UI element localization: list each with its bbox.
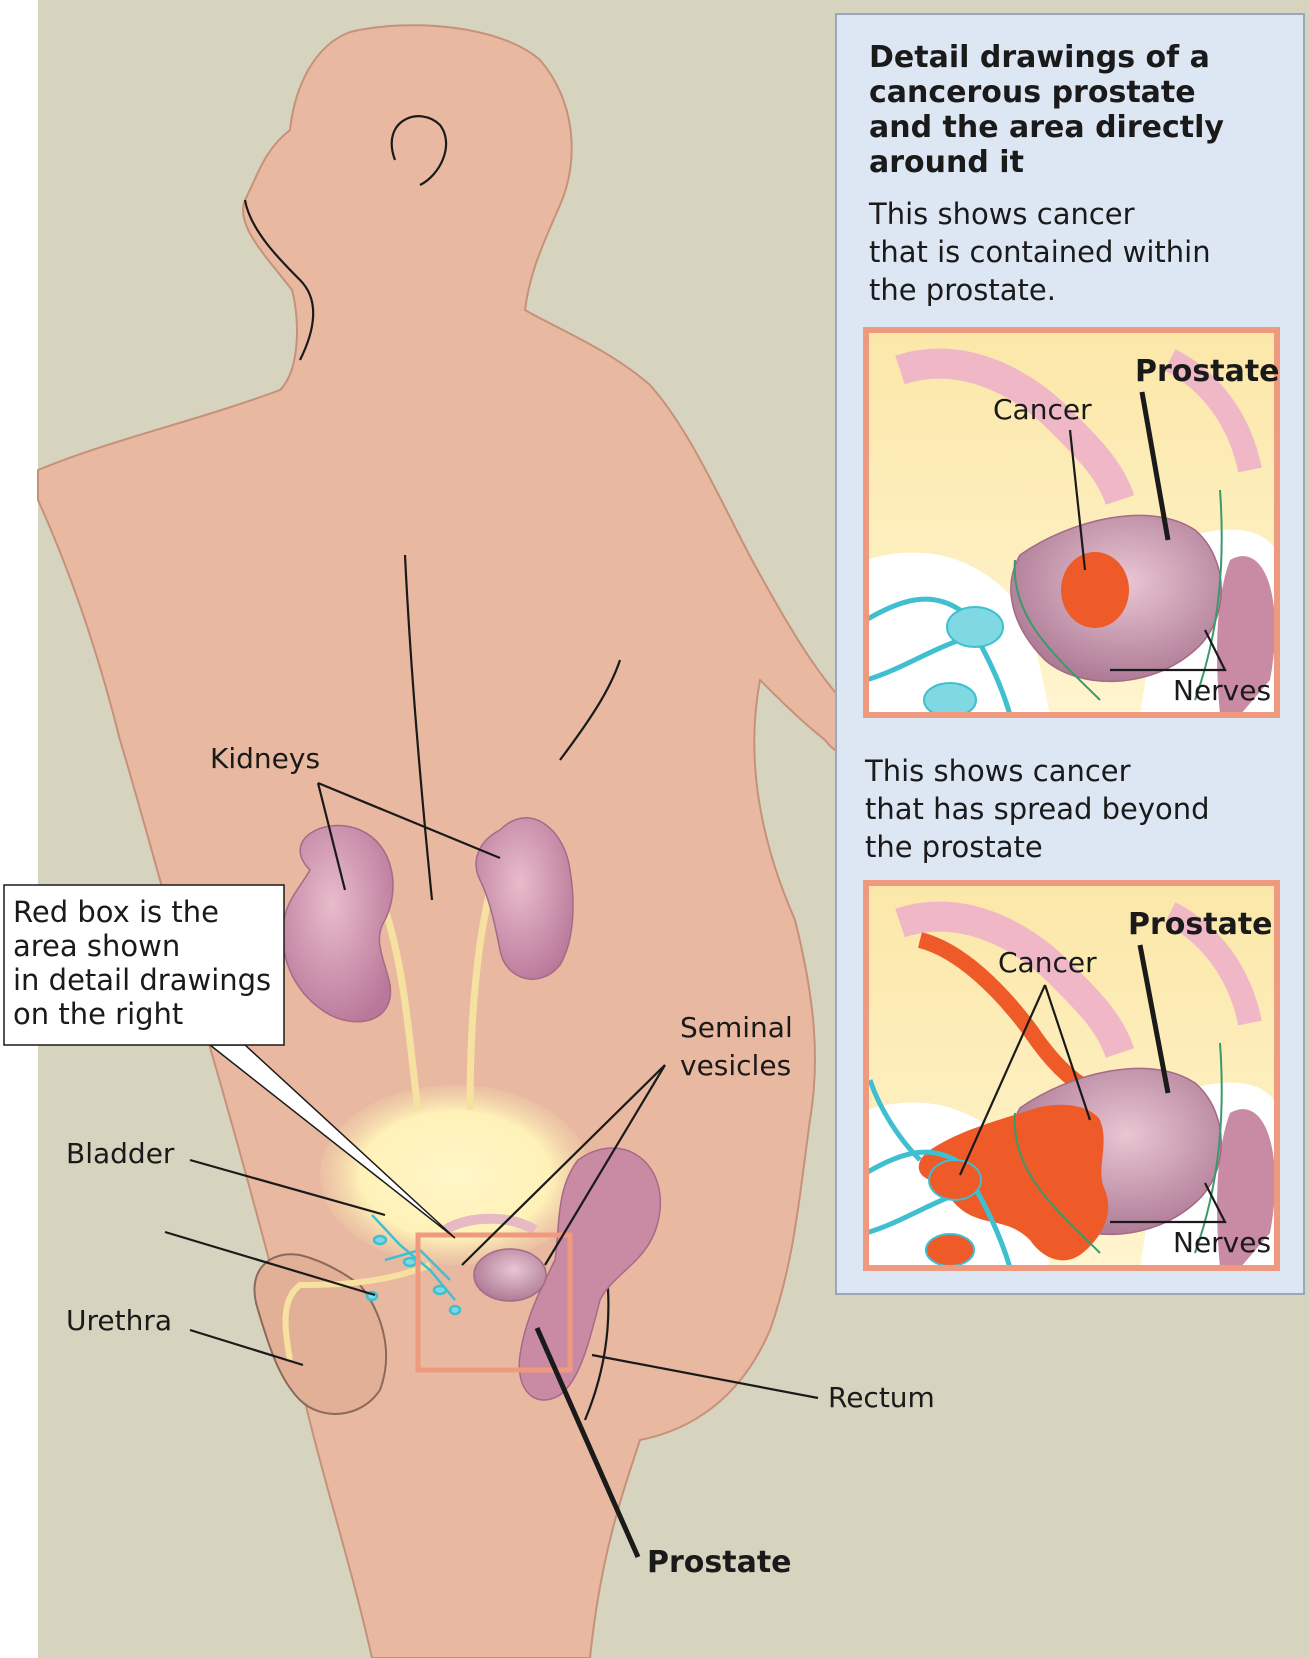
bladder-label: Bladder (66, 1137, 175, 1170)
seminal-vesicles-label-line1: Seminal (680, 1011, 793, 1044)
spread-description: This shows cancer that has spread beyond… (865, 752, 1210, 866)
detail2-nerves-label: Nerves (1173, 1226, 1271, 1259)
kidneys-label: Kidneys (210, 742, 320, 775)
rectum-label: Rectum (828, 1381, 935, 1414)
urethra-label: Urethra (66, 1304, 172, 1337)
detail2-cancer-label: Cancer (998, 946, 1097, 979)
prostate-label: Prostate (647, 1545, 792, 1580)
detail1-cancer-label: Cancer (993, 393, 1092, 426)
callout-text: Red box is the area shown in detail draw… (13, 895, 283, 1031)
prostate-shape (474, 1249, 546, 1301)
detail2-prostate-label: Prostate (1128, 907, 1273, 942)
detail1-nerves-label: Nerves (1173, 674, 1271, 707)
cancer-spot (1061, 552, 1129, 628)
seminal-vesicles-label-line2: vesicles (680, 1049, 791, 1082)
detail1-prostate-label: Prostate (1135, 354, 1280, 389)
contained-description: This shows cancer that is contained with… (869, 195, 1211, 309)
panel-title: Detail drawings of a cancerous prostate … (869, 40, 1269, 180)
left-margin (0, 0, 38, 1658)
